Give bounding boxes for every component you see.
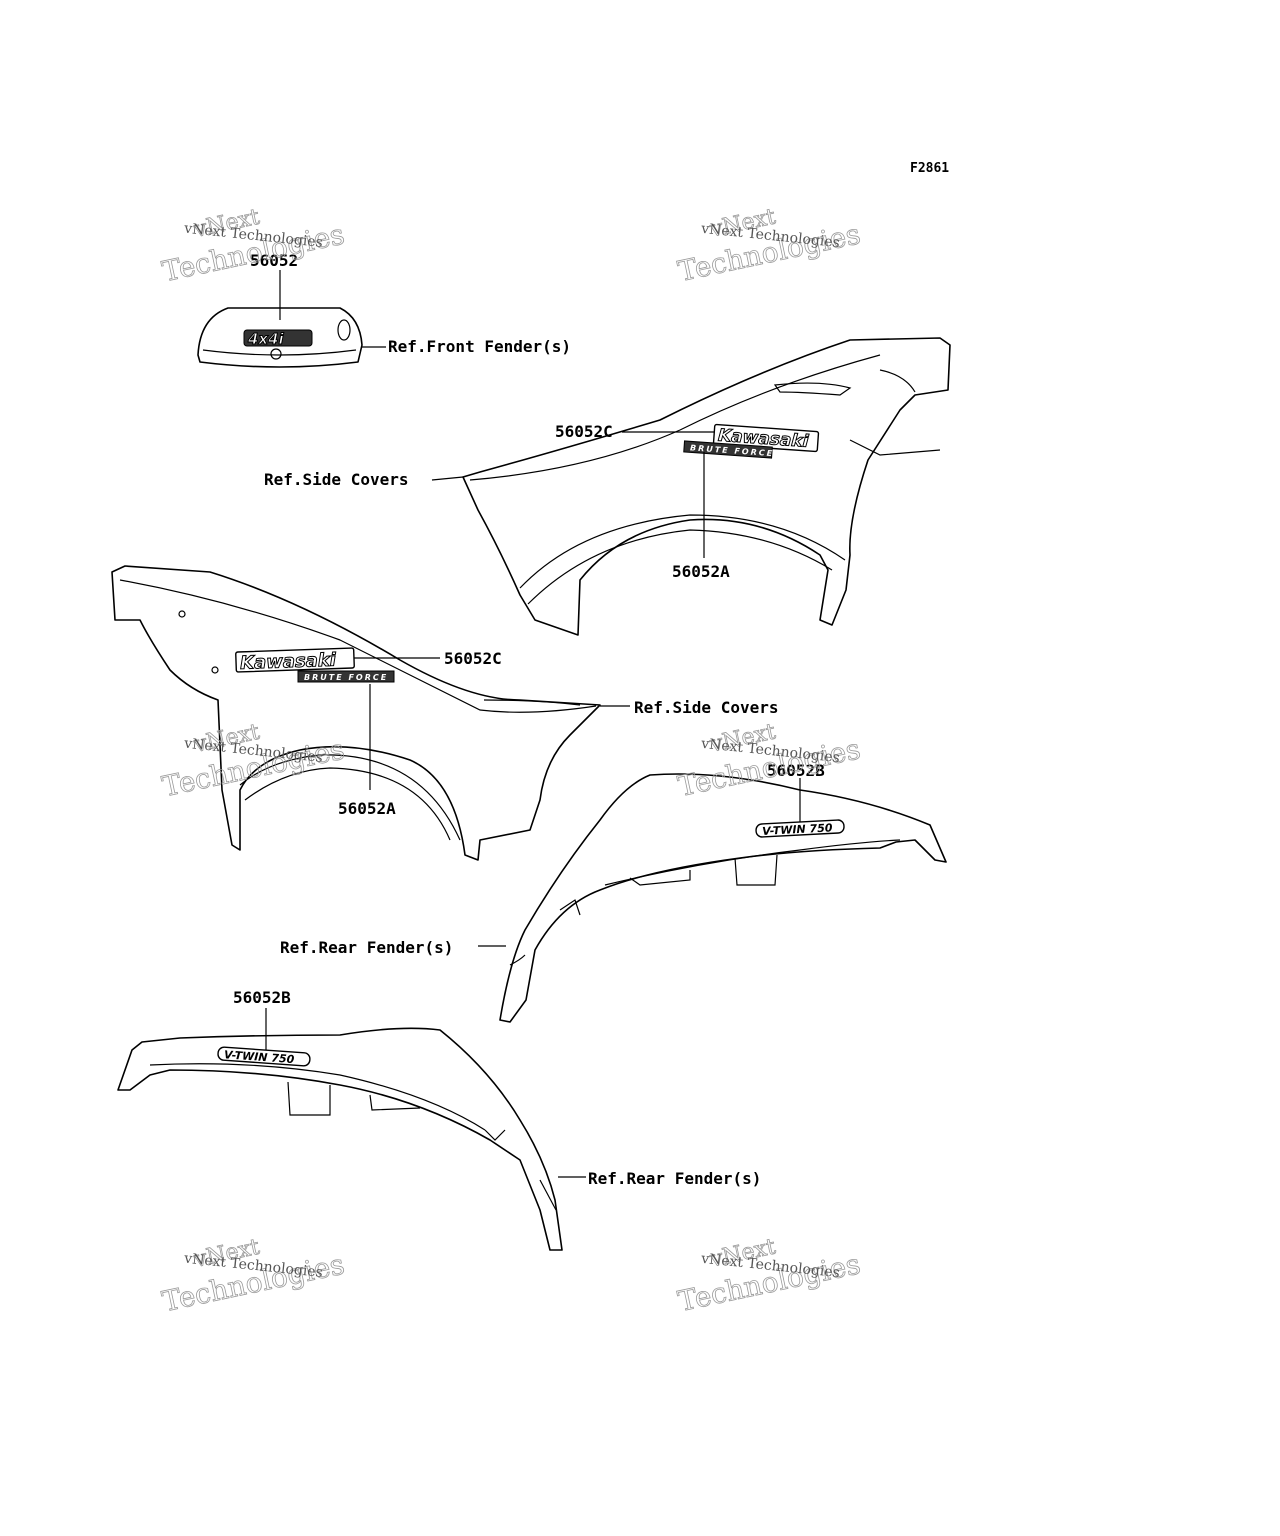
callout-right-cover-ref: Ref.Side Covers (264, 470, 409, 489)
left-side-cover-part: Kawasaki BRUTE FORCE (111, 565, 601, 861)
callout-left-cover-a: 56052A (338, 799, 396, 818)
front-fender-part: 4x4i (197, 307, 363, 368)
figure-id: F2861 (910, 161, 949, 176)
decal-bruteforce-left-text: BRUTE FORCE (304, 673, 388, 682)
decal-vtwin-left-text: V-TWIN 750 (224, 1048, 295, 1066)
callout-right-cover-c: 56052C (555, 422, 613, 441)
callout-left-rear-ref: Ref.Rear Fender(s) (588, 1169, 761, 1188)
decal-vtwin-left-icon (217, 1046, 311, 1067)
decal-bruteforce-right-icon (683, 440, 773, 459)
right-side-cover-part: Kawasaki BRUTE FORCE (462, 337, 951, 636)
decal-kawasaki-left-icon (235, 647, 355, 673)
decal-4x4-text: 4x4i (247, 330, 285, 348)
decal-vtwin-right-text: V-TWIN 750 (762, 821, 833, 838)
decal-vtwin-right-icon (755, 819, 845, 838)
callout-right-cover-a: 56052A (672, 562, 730, 581)
decal-4x4-icon (243, 329, 313, 347)
callout-left-cover-c: 56052C (444, 649, 502, 668)
decal-kawasaki-left-text: Kawasaki (240, 650, 337, 674)
callout-front-fender-ref: Ref.Front Fender(s) (388, 337, 571, 356)
decal-bruteforce-left-icon (297, 670, 395, 683)
left-rear-fender-part: V-TWIN 750 (117, 1027, 563, 1251)
callout-left-cover-ref: Ref.Side Covers (634, 698, 779, 717)
callout-right-rear-ref: Ref.Rear Fender(s) (280, 938, 453, 957)
right-rear-fender-part: V-TWIN 750 (499, 773, 947, 1023)
callout-right-rear-part: 56052B (767, 761, 825, 780)
callout-front-fender-part: 56052 (250, 251, 298, 270)
callout-left-rear-part: 56052B (233, 988, 291, 1007)
